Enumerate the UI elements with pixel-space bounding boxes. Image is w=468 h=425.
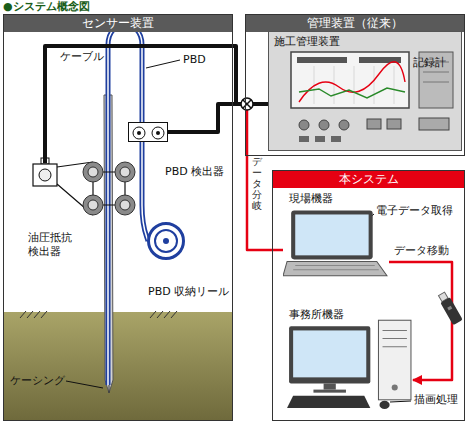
oil-detector-box (33, 164, 57, 186)
panel-heading: 本システム (273, 171, 464, 188)
recorder-label: 記録計 (413, 56, 446, 70)
junction-symbol (241, 98, 253, 110)
panel-heading: 管理装置（従来） (246, 15, 464, 32)
control-device: 施工管理装置 (268, 31, 462, 151)
casing-leader (66, 381, 103, 388)
casing-label: ケーシング (10, 374, 65, 388)
pbd-label: PBD (183, 53, 206, 67)
oil-detector-wheel (39, 169, 51, 181)
diagram-title: ●システム概念図 (3, 0, 90, 14)
node-label: 現場機器 (289, 192, 333, 206)
node-label: PBD 収納リール (148, 285, 229, 299)
pbd-detector: PBD 検出器 (128, 122, 168, 142)
site-laptop-drawing (283, 192, 389, 286)
node-label: 事務所機器 (289, 308, 344, 322)
data-acquire-label: 電子データ取得 (376, 204, 453, 218)
panel-heading: センサー装置 (4, 15, 232, 32)
sensor-panel: センサー装置油圧抵抗検出器 PBD 検出器 PBD 収納リール (3, 14, 233, 421)
management-panel: 管理装置（従来） 施工管理装置 (245, 14, 465, 156)
pbd-detector-drawing (129, 123, 167, 141)
node-label: 施工管理装置 (274, 35, 340, 49)
site-laptop: 現場機器 (283, 192, 389, 286)
node-label: PBD 検出器 (165, 165, 224, 179)
edge-label: データ分岐 (252, 156, 262, 211)
control-device-drawing (269, 32, 461, 150)
node-label: 油圧抵抗検出器 (28, 231, 82, 259)
ground (4, 312, 232, 420)
office-pc: 事務所機器 (285, 308, 413, 410)
usb-stick (437, 291, 463, 325)
oil-detector: 油圧抵抗検出器 (28, 163, 82, 261)
pulleys (83, 162, 135, 215)
pbd-reel-drawing (150, 225, 182, 257)
cable-label: ケーブル (60, 50, 104, 64)
office-pc-drawing (285, 308, 413, 410)
ground-hatch (20, 311, 177, 318)
cable-connector (45, 46, 268, 163)
pbd-leader (146, 60, 180, 68)
drawing-leader (390, 401, 411, 402)
cable-connector (168, 104, 268, 132)
edge-label: データ移動 (394, 244, 449, 258)
pbd-reel: PBD 収納リール (147, 222, 185, 260)
drawing-process-label: 描画処理 (414, 393, 458, 407)
